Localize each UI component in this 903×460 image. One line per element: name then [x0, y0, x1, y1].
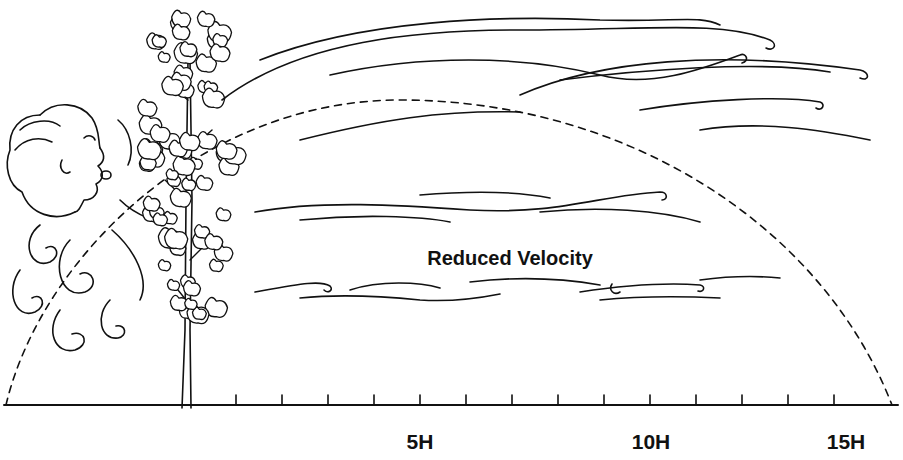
leaf-cluster	[216, 141, 237, 159]
distance-label: 10H	[632, 431, 671, 452]
leaf-cluster	[172, 24, 190, 40]
tick-mark	[649, 395, 651, 405]
tick-mark	[741, 395, 743, 405]
wind-streaks	[222, 18, 870, 300]
tick-mark	[511, 395, 513, 405]
zone-label: Reduced Velocity	[424, 246, 596, 270]
distance-label: 15H	[827, 431, 866, 452]
leaf-cluster	[197, 132, 217, 150]
leaf-cluster	[166, 169, 178, 180]
leaf-cluster	[180, 42, 197, 57]
leaf-cluster	[150, 125, 170, 143]
leaf-cluster	[143, 196, 160, 211]
leaf-cluster	[185, 298, 197, 309]
leaf-cluster	[182, 178, 196, 191]
leaf-cluster	[158, 260, 170, 271]
ground-line	[4, 404, 898, 406]
leaf-cluster	[152, 35, 166, 48]
tick-mark	[419, 395, 421, 405]
distance-ticks	[236, 395, 834, 405]
leaf-cluster	[138, 99, 157, 116]
tree-branches	[165, 85, 212, 300]
leaf-cluster	[180, 132, 200, 150]
tick-mark	[373, 395, 375, 405]
leaf-cluster	[162, 76, 183, 95]
tick-mark	[787, 395, 789, 405]
leaf-cluster	[210, 44, 230, 62]
tick-mark	[235, 395, 237, 405]
leaf-cluster	[197, 11, 214, 27]
tick-mark	[465, 395, 467, 405]
tick-mark	[281, 395, 283, 405]
leaf-cluster	[165, 228, 188, 249]
leaf-cluster	[158, 52, 170, 63]
leaf-cluster	[216, 208, 231, 221]
leaf-cluster	[205, 234, 223, 250]
leaf-cluster	[196, 175, 213, 190]
tick-mark	[695, 395, 697, 405]
leaf-cluster	[153, 213, 167, 226]
tick-mark	[833, 395, 835, 405]
leaf-cluster	[170, 188, 191, 207]
wind-face	[7, 105, 175, 351]
leaf-cluster	[183, 281, 200, 296]
shelter-zone-arc	[6, 100, 892, 405]
tick-mark	[327, 395, 329, 405]
tick-mark	[557, 395, 559, 405]
distance-label: 5H	[407, 431, 434, 452]
tick-mark	[603, 395, 605, 405]
leaf-cluster	[167, 279, 179, 290]
leaf-cluster	[202, 88, 224, 108]
leaf-cluster	[172, 10, 191, 27]
tree-foliage	[138, 10, 247, 323]
